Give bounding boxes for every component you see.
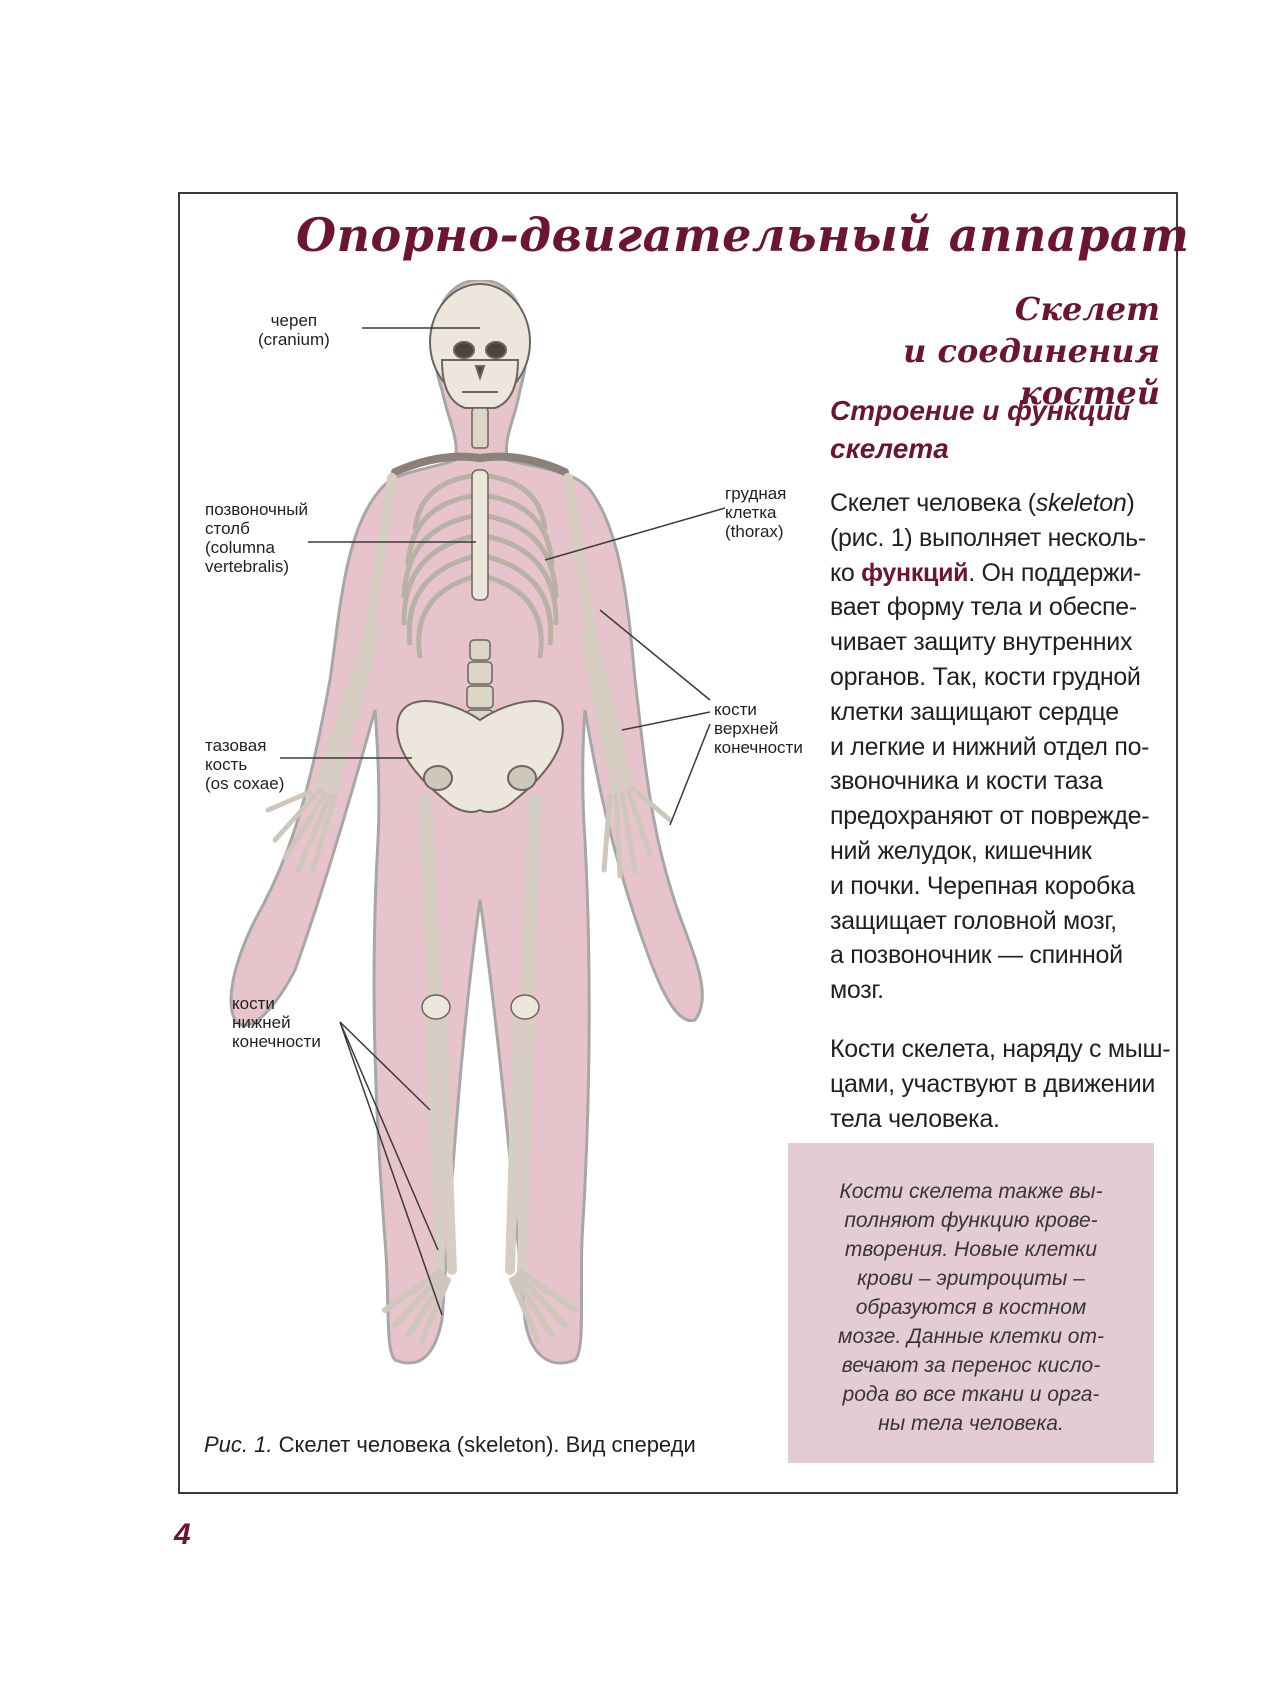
paragraph-line: защищает головной мозг, — [830, 906, 1117, 935]
text-run: . Он поддержи- — [968, 558, 1142, 587]
label-line: кости — [714, 700, 757, 719]
hand-bones — [265, 785, 673, 879]
shin-bones — [425, 1010, 535, 1275]
paragraph-line: органов. Так, кости грудной — [830, 662, 1141, 691]
paragraph-line: ны тела человека. — [878, 1412, 1064, 1435]
figure-caption: Рис. 1. Скелет человека (skeleton). Вид … — [204, 1432, 696, 1458]
label-line: грудная — [725, 484, 787, 503]
paragraph-line: творения. Новые клетки — [844, 1238, 1098, 1261]
label-line: (cranium) — [258, 330, 330, 349]
label-line: нижней — [232, 1013, 291, 1032]
clavicles — [391, 452, 569, 476]
label-pelvis: тазовая кость (os coxae) — [205, 736, 284, 793]
text-run: Скелет человека ( — [830, 489, 1036, 517]
label-line: (os coxae) — [205, 774, 285, 793]
paragraph-rest: вает форму тела и обеспе-чивает защиту в… — [830, 590, 1165, 1008]
label-line: vertebralis) — [205, 557, 290, 576]
paragraph-line: ний желудок, кишечник — [830, 836, 1092, 865]
subheading-line: Строение и функции — [830, 395, 1131, 426]
sternum — [471, 469, 489, 601]
label-line: (columna — [205, 538, 275, 557]
paragraph-second: Кости скелета, наряду с мыш-цами, участв… — [830, 1032, 1171, 1136]
label-line: (thorax) — [725, 522, 784, 541]
label-line: столб — [205, 519, 250, 538]
paragraph-line: мозг. — [830, 976, 884, 1005]
section-title-line: Скелет — [1014, 290, 1160, 328]
label-spine: позвоночный столб (columna vertebralis) — [205, 500, 308, 576]
paragraph-line: вает форму тела и обеспе- — [830, 593, 1137, 622]
upper-limb-leader — [599, 609, 711, 701]
paragraph-line: и почки. Черепная коробка — [830, 871, 1135, 900]
leg-bones — [418, 793, 542, 1007]
section-title-line: и соединения костей — [903, 332, 1160, 412]
section-title: Скелет и соединения костей — [800, 288, 1160, 414]
label-upper-limb: кости верхней конечности — [714, 700, 803, 757]
paragraph-line: рода во все ткани и орга- — [842, 1383, 1100, 1406]
paragraph-line: а позвоночник — спинной — [830, 941, 1123, 970]
label-line: клетка — [725, 503, 777, 522]
label-line: череп — [270, 311, 318, 330]
paragraph-line: образуются в костном — [855, 1296, 1087, 1319]
paragraph-main: Скелет человека (skeleton) (рис. 1) выпо… — [830, 486, 1165, 1008]
subheading: Строение и функции скелета — [830, 392, 1170, 468]
caption-prefix: Рис. 1. — [204, 1432, 273, 1457]
label-line: кость — [205, 755, 248, 774]
lower-limb-leader — [339, 1021, 443, 1316]
arm-bones — [315, 473, 633, 793]
label-line: конечности — [714, 738, 803, 757]
paragraph-line: чивает защиту внутренних — [830, 628, 1133, 657]
paragraph-line: (рис. 1) выполняет несколь- — [830, 523, 1146, 552]
label-line: конечности — [232, 1032, 321, 1051]
paragraph-line: Кости скелета, наряду с мыш- — [830, 1035, 1171, 1063]
lower-limb-leader — [339, 1021, 439, 1251]
paragraph-line: мозге. Данные клетки от- — [838, 1325, 1104, 1348]
label-lower-limb: кости нижней конечности — [232, 994, 321, 1051]
pelvis — [396, 700, 564, 813]
paragraph-line: вечают за перенос кисло- — [841, 1354, 1101, 1377]
paragraph-line: клетки защищают сердце — [830, 697, 1119, 726]
body-silhouette — [229, 280, 704, 1365]
paragraph-line: полняют функцию крове- — [844, 1209, 1098, 1232]
thorax-leader — [544, 507, 726, 561]
page-number: 4 — [174, 1518, 191, 1551]
paragraph-line: предохраняют от поврежде- — [830, 802, 1150, 831]
rib-cage — [401, 472, 559, 659]
label-line: тазовая — [205, 736, 267, 755]
label-thorax: грудная клетка (thorax) — [725, 484, 786, 541]
skull — [429, 283, 531, 409]
paragraph-line: Скелет человека (skeleton) — [830, 486, 1165, 521]
paragraph-line: и легкие и нижний отдел по- — [830, 732, 1150, 761]
note-box: Кости скелета также вы-полняют функцию к… — [788, 1143, 1154, 1463]
label-skull: череп (cranium) — [258, 311, 330, 349]
leader-lines — [280, 327, 726, 1316]
lower-limb-leader — [339, 1021, 431, 1111]
text-run: ) — [1126, 489, 1135, 517]
foot-bones — [382, 1269, 578, 1343]
paragraph-line: ко функций. Он поддержи- — [830, 556, 1165, 591]
paragraph-line: цами, участвуют в движении — [830, 1069, 1156, 1098]
knee-caps — [421, 994, 540, 1020]
paragraph-line: тела человека. — [830, 1104, 1000, 1133]
upper-limb-leader — [621, 711, 711, 731]
text-run-italic: skeleton — [1035, 489, 1127, 517]
label-line: позвоночный — [205, 500, 308, 519]
text-run: ко — [830, 558, 862, 587]
paragraph-line: крови – эритроциты – — [857, 1267, 1085, 1290]
highlighted-term: функций — [861, 558, 969, 587]
paragraph-line: звоночника и кости таза — [830, 767, 1103, 796]
skeleton-illustration — [229, 280, 726, 1365]
label-line: кости — [232, 994, 275, 1013]
upper-limb-leader — [669, 723, 711, 826]
page-title: Опорно-двигательный аппарат — [296, 208, 1190, 262]
paragraph-line: Кости скелета также вы- — [839, 1180, 1103, 1203]
label-line: верхней — [714, 719, 779, 738]
subheading-line: скелета — [830, 433, 949, 464]
caption-text: Скелет человека (skeleton). Вид спереди — [272, 1432, 696, 1457]
